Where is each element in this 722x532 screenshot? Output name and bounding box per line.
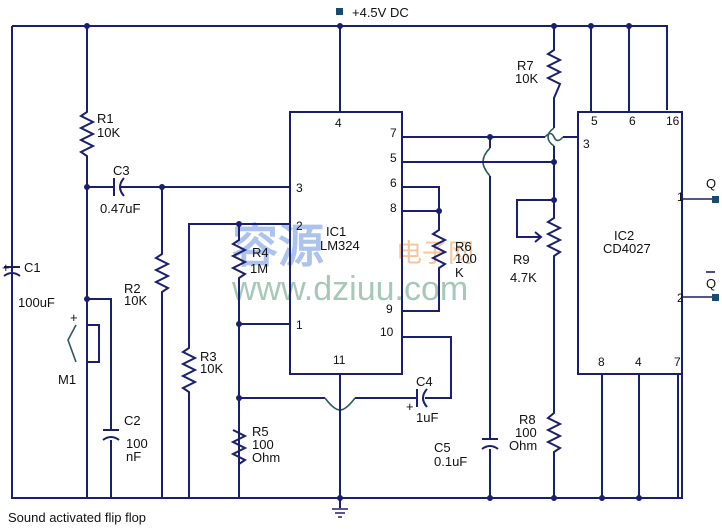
- ic2-pin-8: 8: [598, 355, 605, 369]
- c4-plus: +: [406, 399, 414, 414]
- ic2-pin-4: 4: [635, 355, 642, 369]
- resistor-r1: [78, 26, 96, 498]
- ic2-pin-3: 3: [583, 137, 590, 151]
- resistor-r2: [153, 187, 171, 498]
- ic1-pin-8: 8: [390, 201, 397, 215]
- ic2-pin-1: 1: [677, 190, 684, 204]
- c3-name: C3: [113, 163, 130, 178]
- r1-value: 10K: [97, 125, 120, 140]
- r3-name: R3: [200, 349, 217, 364]
- r3-value: 10K: [200, 361, 223, 376]
- r9-name: R9: [513, 252, 530, 267]
- supply-label: +4.5V DC: [352, 5, 409, 20]
- q-output-terminal: [712, 196, 719, 203]
- m1-name: M1: [58, 372, 76, 387]
- r8-value-line2: Ohm: [509, 438, 537, 453]
- m1-plus: +: [70, 310, 78, 325]
- r9-value: 4.7K: [510, 270, 537, 285]
- junction: [84, 184, 90, 190]
- ic1-pin-7: 7: [390, 126, 397, 140]
- r1-name: R1: [97, 111, 114, 126]
- r7-value: 10K: [515, 71, 538, 86]
- supply-terminal: [336, 8, 343, 15]
- junction: [436, 208, 442, 214]
- r6-name: R6: [455, 239, 472, 254]
- c4-value: 1uF: [416, 410, 438, 425]
- resistor-r3: [180, 223, 290, 498]
- ground-icon: [332, 498, 348, 518]
- c1-value: 100uF: [18, 295, 55, 310]
- r4-value: 1M: [250, 261, 268, 276]
- ic1-pin-2: 2: [296, 219, 303, 233]
- ic1-pin-6: 6: [390, 176, 397, 190]
- microphone-m1: + M1: [58, 310, 100, 387]
- ic1-pin-9: 9: [386, 302, 393, 316]
- ic2-pin-6: 6: [629, 114, 636, 128]
- ic1-pin-4: 4: [335, 116, 342, 130]
- junction: [84, 296, 90, 302]
- junction: [487, 495, 493, 501]
- r5-name: R5: [252, 424, 269, 439]
- ic2-pin-16: 16: [666, 114, 680, 128]
- ic2-pin-2: 2: [677, 291, 684, 305]
- supply-rail: [12, 25, 668, 110]
- ic2-pin-7: 7: [674, 355, 681, 369]
- r8-name: R8: [519, 412, 536, 427]
- capacitor-c1: + C1 100uF: [2, 260, 55, 310]
- ic1-pin-1: 1: [296, 318, 303, 332]
- r8-value-line1: 100: [515, 425, 537, 440]
- r2-name: R2: [124, 281, 141, 296]
- q-bar-output-terminal: [712, 294, 719, 301]
- ground-rail: [11, 26, 683, 499]
- junction: [551, 495, 557, 501]
- junction: [636, 495, 642, 501]
- c2-value-line2: nF: [126, 449, 141, 464]
- ic1-pin-5: 5: [390, 151, 397, 165]
- r6-value-line1: 100: [455, 251, 477, 266]
- watermark-chinese-main: 容源: [232, 219, 324, 273]
- ic1-pin-10: 10: [380, 325, 394, 339]
- r7-name: R7: [517, 58, 534, 73]
- ic2-part: CD4027: [603, 241, 651, 256]
- q-bar-output-label: Q: [706, 276, 716, 291]
- watermark-url: www.dziuu.com: [231, 270, 468, 308]
- resistor-r7: [545, 26, 563, 128]
- potentiometer-r9-wiper: [516, 199, 554, 243]
- ic2-name: IC2: [614, 228, 634, 243]
- c2-name: C2: [124, 413, 141, 428]
- resistor-r5: [230, 429, 248, 465]
- resistor-r6: [402, 186, 448, 312]
- ic1-pin-11: 11: [333, 353, 346, 367]
- q-output-label: Q: [706, 176, 716, 191]
- ic1-part: LM324: [320, 238, 360, 253]
- r2-value: 10K: [124, 293, 147, 308]
- c5-name: C5: [434, 440, 451, 455]
- c1-plus: +: [2, 260, 10, 275]
- c1-name: C1: [24, 260, 41, 275]
- r4-name: R4: [252, 245, 269, 260]
- r6-value-line2: K: [455, 265, 464, 280]
- ic2-pin-5: 5: [591, 114, 598, 128]
- ic1-body: [289, 111, 403, 375]
- c5-value: 0.1uF: [434, 454, 467, 469]
- resistor-r4: [230, 224, 248, 498]
- r5-value-line2: Ohm: [252, 450, 280, 465]
- ic1-pin-3: 3: [296, 181, 303, 195]
- c3-value: 0.47uF: [100, 201, 141, 216]
- c4-name: C4: [416, 374, 433, 389]
- r5-value-line1: 100: [252, 437, 274, 452]
- diagram-caption: Sound activated flip flop: [8, 510, 146, 525]
- junction: [599, 495, 605, 501]
- ic1-name: IC1: [326, 224, 346, 239]
- resistor-r9-r8-chain: [545, 146, 563, 498]
- c2-value-line1: 100: [126, 436, 148, 451]
